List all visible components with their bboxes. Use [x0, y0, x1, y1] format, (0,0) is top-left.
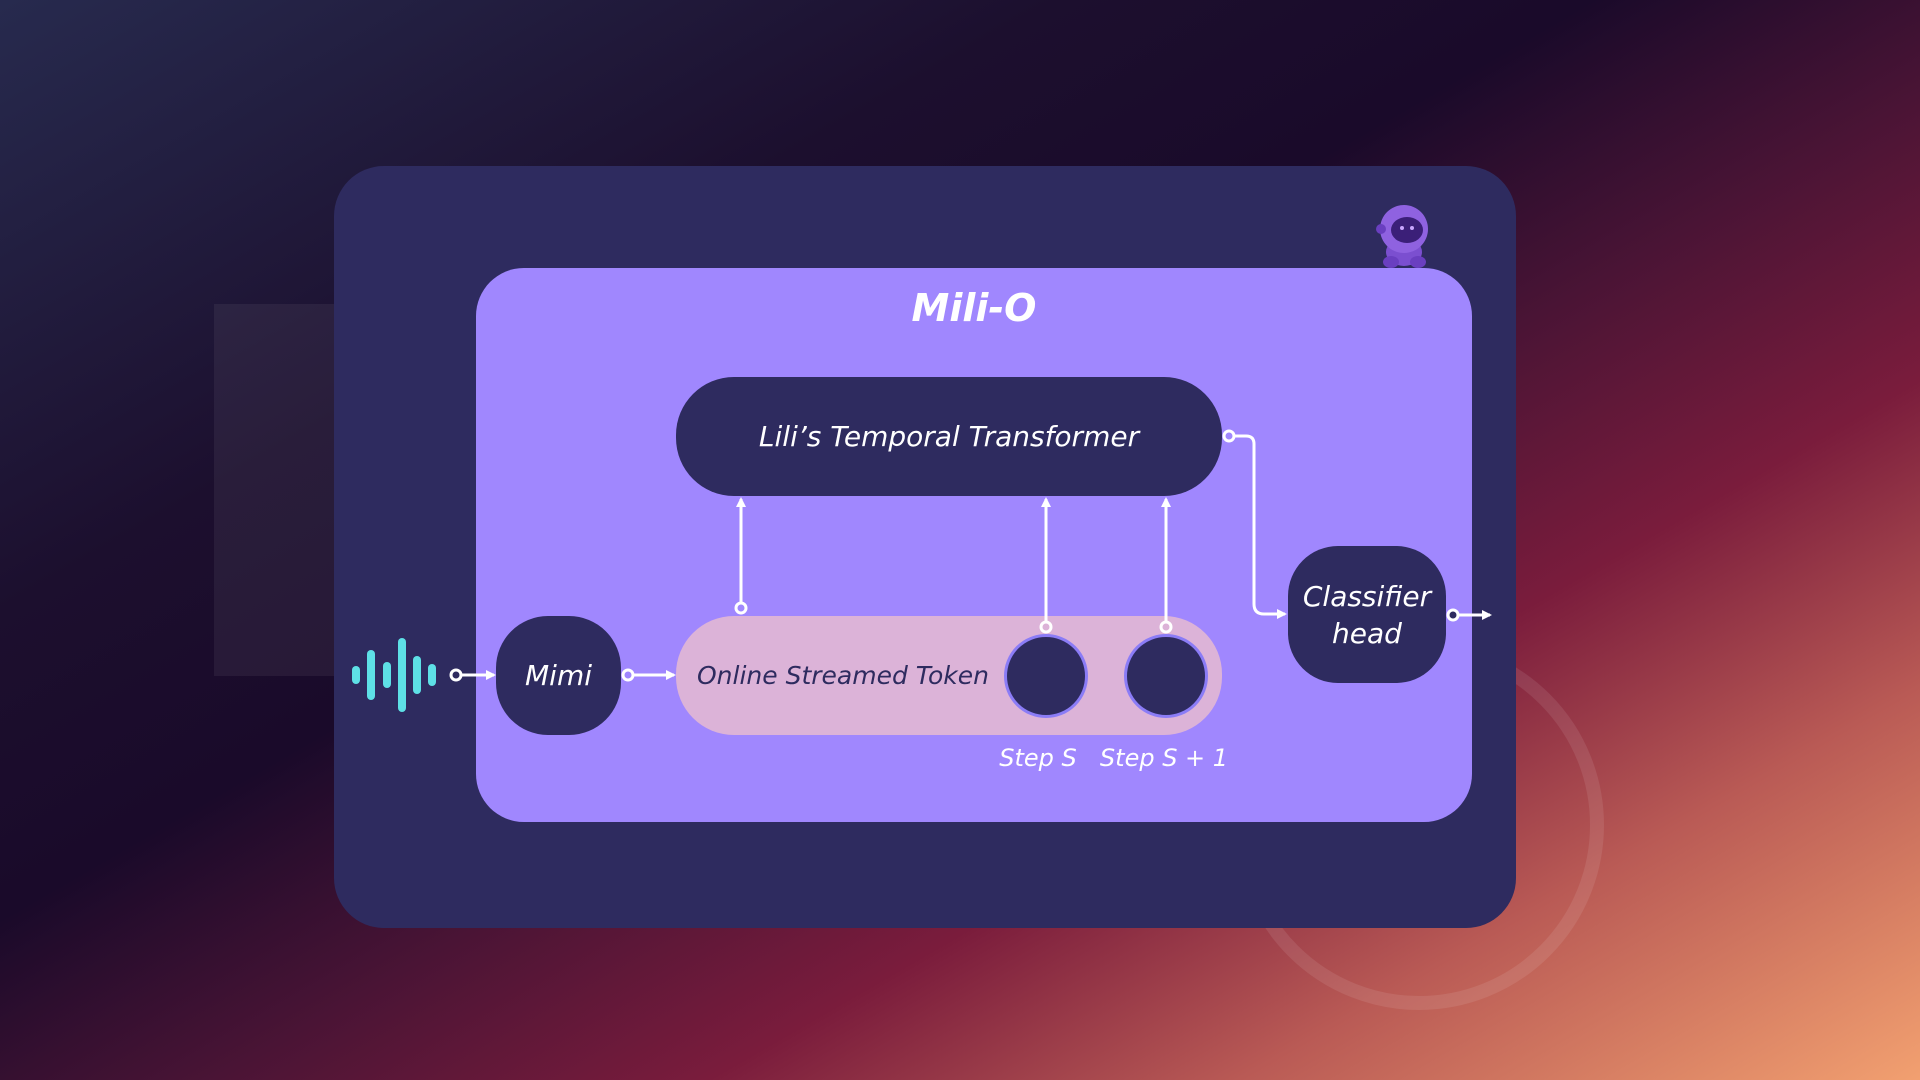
astronaut-mascot-icon: [1376, 205, 1428, 268]
background-rectangle: [214, 304, 340, 676]
temporal-transformer-node: Lili’s Temporal Transformer: [676, 377, 1222, 496]
classifier-output-arrow: [1446, 608, 1492, 622]
step-s-token: [1004, 634, 1088, 718]
waveform-to-mimi-arrow: [449, 668, 496, 682]
mimi-to-token-arrow: [621, 668, 676, 682]
diagram-title: Mili-O: [911, 286, 1037, 330]
token-to-transformer-arrow-3: [1159, 497, 1173, 634]
step-s-label: Step S: [999, 744, 1077, 772]
step-s-plus-1-token: [1124, 634, 1208, 718]
step-s-plus-1-label: Step S + 1: [1099, 744, 1229, 772]
classifier-head-node: Classifier head: [1288, 546, 1446, 683]
token-stream-label: Online Streamed Token: [697, 661, 989, 690]
token-to-transformer-arrow-1: [734, 497, 748, 615]
mimi-node: Mimi: [496, 616, 621, 735]
audio-waveform-icon: [352, 638, 436, 712]
token-to-transformer-arrow-2: [1039, 497, 1053, 634]
transformer-to-classifier-arrow: [1222, 429, 1287, 619]
